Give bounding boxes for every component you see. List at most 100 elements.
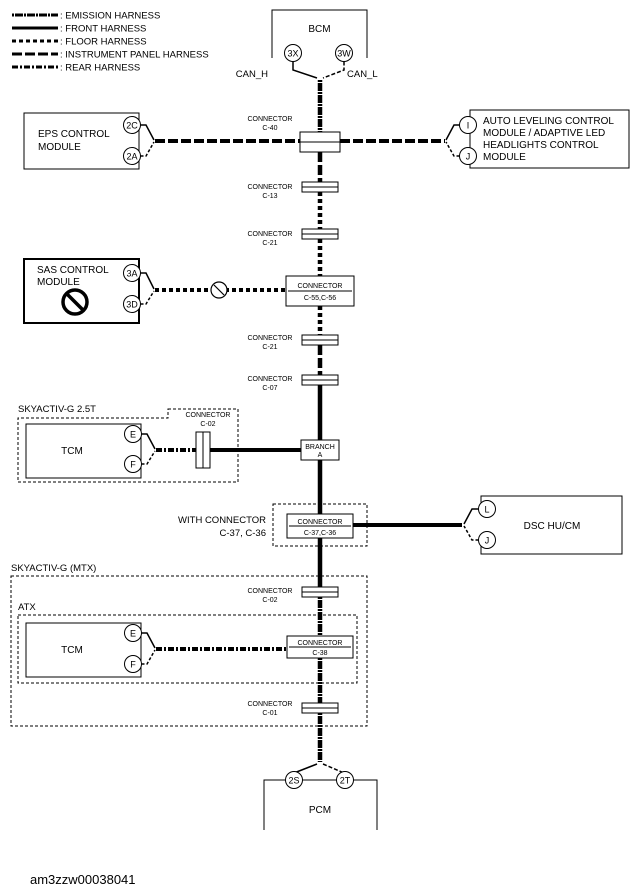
tcm-atx-pin-e-label: E [130,629,136,639]
tcm-atx-wire-l [141,649,156,665]
tcm-atx-pin-f-label: F [130,660,136,670]
bcm-pin-3x-label: 3X [287,49,298,59]
pcm-pin-2t [336,771,354,789]
bcm-module: BCM 3X 3W CAN_H CAN_L [236,9,378,80]
bcm-label: BCM [308,24,330,35]
connector-c55-word: CONNECTOR [298,283,343,290]
alc-pin-i-label: I [467,121,470,131]
eps-pin-2c-label: 2C [126,121,138,131]
sas-pin-3d-label: 3D [126,300,138,310]
alc-wire-l [445,141,460,157]
connector-c13: CONNECTOR C-13 [248,181,339,200]
pcm-module: 2S 2T PCM [263,763,378,830]
with-connector-label-2: C-37, C-36 [220,528,266,539]
alc-wire-h [445,124,460,141]
connector-c01-id: C-01 [262,710,277,717]
mtx-group: SKYACTIV-G (MTX) CONNECTOR C-02 [10,563,368,727]
alc-box [469,109,630,169]
connector-c37-id: C-37,C-36 [304,530,336,537]
connector-c02-lower-word: CONNECTOR [248,588,293,595]
atx-group: ATX TCM E F CONNECTOR C-38 [17,602,358,684]
connector-c21-lower-word: CONNECTOR [248,335,293,342]
connector-c21-upper: CONNECTOR C-21 [248,228,339,247]
legend-front-label: : FRONT HARNESS [60,24,146,35]
tcm-25t-group-label: SKYACTIV-G 2.5T [18,404,96,415]
dsc-label: DSC HU/CM [524,521,581,532]
eps-module: EPS CONTROL MODULE 2C 2A [23,112,300,170]
connector-c07-word: CONNECTOR [248,376,293,383]
legend-floor-label: : FLOOR HARNESS [60,37,147,48]
tcm-25t-group-outline [17,408,239,483]
dsc-wire-h [463,508,479,525]
connector-c02-upper-word: CONNECTOR [186,412,231,419]
connector-c40-word: CONNECTOR [248,116,293,123]
dsc-module: DSC HU/CM L J [353,495,623,555]
alc-label-2: MODULE / ADAPTIVE LED [483,128,605,139]
connector-c01-word: CONNECTOR [248,701,293,708]
alc-pin-j-label: J [466,152,471,162]
tcm-25t-box [25,423,142,479]
can-h-label: CAN_H [236,69,268,80]
connector-c13-id: C-13 [262,193,277,200]
dsc-pin-l-label: L [484,505,489,515]
dsc-wire-l [463,525,479,541]
mtx-group-outline [10,575,368,727]
eps-label-1: EPS CONTROL [38,129,110,140]
connector-c37: WITH CONNECTOR C-37, C-36 CONNECTOR C-37… [178,503,368,547]
branch-a-label-1: BRANCH [305,444,335,451]
connector-c13-word: CONNECTOR [248,184,293,191]
pcm-wire-h [293,763,318,774]
pcm-pin-2t-label: 2T [340,776,351,786]
sas-wire-l [140,290,155,305]
branch-a-body [300,439,340,461]
pcm-box [263,779,378,830]
sas-wire-h [140,272,155,290]
connector-c07-id: C-07 [262,385,277,392]
atx-group-label: ATX [18,602,36,613]
connector-c40-id: C-40 [262,125,277,132]
with-connector-label-1: WITH CONNECTOR [178,515,266,526]
branch-a-label-2: A [318,452,323,459]
can-h-wire [292,61,318,79]
sas-label-2: MODULE [37,277,80,288]
sas-label-1: SAS CONTROL [37,265,109,276]
tcm-atx-wire-h [141,632,156,649]
sas-pin-3a-label: 3A [126,269,137,279]
connector-c40: CONNECTOR C-40 [248,116,341,153]
connector-c01: CONNECTOR C-01 [248,701,339,717]
connector-c55-id: C-55,C-56 [304,295,336,302]
legend-emission-label: : EMISSION HARNESS [60,11,160,22]
legend: : EMISSION HARNESS : FRONT HARNESS : FLO… [12,11,209,74]
bcm-pin-3w-label: 3W [337,49,351,59]
legend-rear-label: : REAR HARNESS [60,63,140,74]
alc-label-1: AUTO LEVELING CONTROL [483,116,614,127]
eps-label-2: MODULE [38,142,81,153]
legend-ip-label: : INSTRUMENT PANEL HARNESS [60,50,209,61]
alc-label-4: MODULE [483,152,526,163]
connector-c21-lower-id: C-21 [262,344,277,351]
eps-box [23,112,140,170]
connector-c55: CONNECTOR C-55,C-56 [285,275,355,307]
prohibition-icon [61,288,89,316]
connector-c38-id: C-38 [312,650,327,657]
no-connection-icon [210,281,228,299]
connector-c02-upper-id: C-02 [200,421,215,428]
dsc-box [480,495,623,555]
connector-c21-lower: CONNECTOR C-21 [248,334,339,351]
tcm-atx-label: TCM [61,645,83,656]
eps-wire-h [140,124,155,141]
eps-pin-2a-label: 2A [126,152,137,162]
alc-module: AUTO LEVELING CONTROL MODULE / ADAPTIVE … [340,109,630,169]
sas-module: SAS CONTROL MODULE 3A 3D [23,258,286,324]
can-l-label: CAN_L [347,69,378,80]
connector-c21-upper-id: C-21 [262,240,277,247]
tcm-25t-wire-l [141,450,156,465]
bcm-box [271,9,368,58]
tcm-25t-group: SKYACTIV-G 2.5T TCM E F CONNECTOR C-02 [17,404,301,483]
branch-a: BRANCH A [300,439,340,461]
eps-wire-l [140,141,155,157]
pcm-label: PCM [309,805,331,816]
can-l-wire [322,61,345,79]
tcm-25t-pin-e-label: E [130,430,136,440]
